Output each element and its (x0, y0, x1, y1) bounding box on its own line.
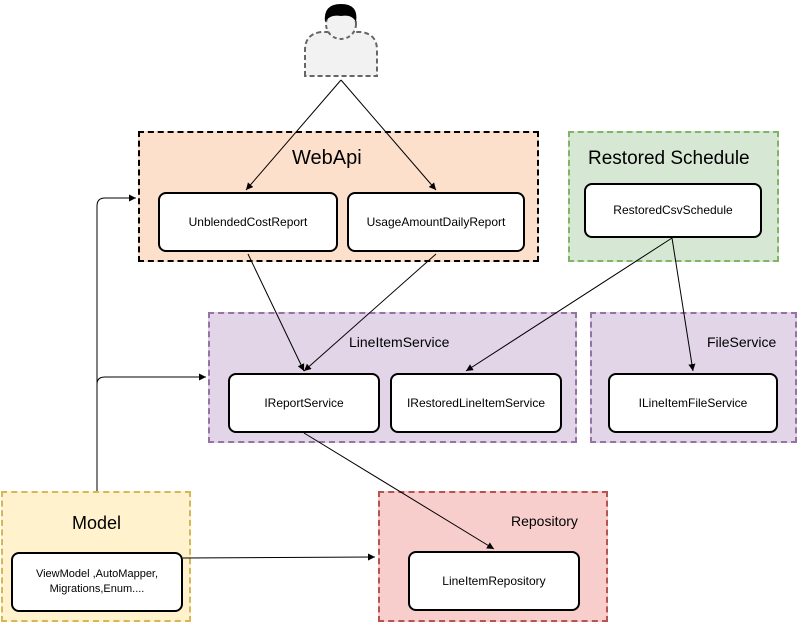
file-service-title: FileService (707, 334, 777, 350)
irestored-line-item-service-node[interactable]: IRestoredLineItemService (390, 373, 562, 433)
webapi-title: WebApi (292, 147, 362, 169)
ireport-service-node[interactable]: IReportService (228, 373, 380, 433)
edge-model-to-lineitem (96, 373, 206, 385)
line-item-service-title: LineItemService (349, 334, 450, 350)
user-icon (304, 4, 378, 77)
unblended-cost-report-node[interactable]: UnblendedCostReport (158, 192, 338, 252)
line-item-repository-node[interactable]: LineItemRepository (408, 551, 580, 611)
restored-schedule-title: Restored Schedule (588, 148, 750, 169)
edge-model-to-repository (182, 553, 376, 561)
usage-amount-daily-report-node[interactable]: UsageAmountDailyReport (347, 192, 525, 252)
model-contents-node[interactable]: ViewModel ,AutoMapper, Migrations,Enum..… (11, 552, 183, 612)
restored-csv-schedule-node[interactable]: RestoredCsvSchedule (584, 183, 762, 238)
edge-model-to-webapi (96, 194, 136, 491)
iline-item-file-service-node[interactable]: ILineItemFileService (608, 373, 778, 433)
model-title: Model (72, 513, 122, 533)
repository-title: Repository (511, 513, 578, 529)
